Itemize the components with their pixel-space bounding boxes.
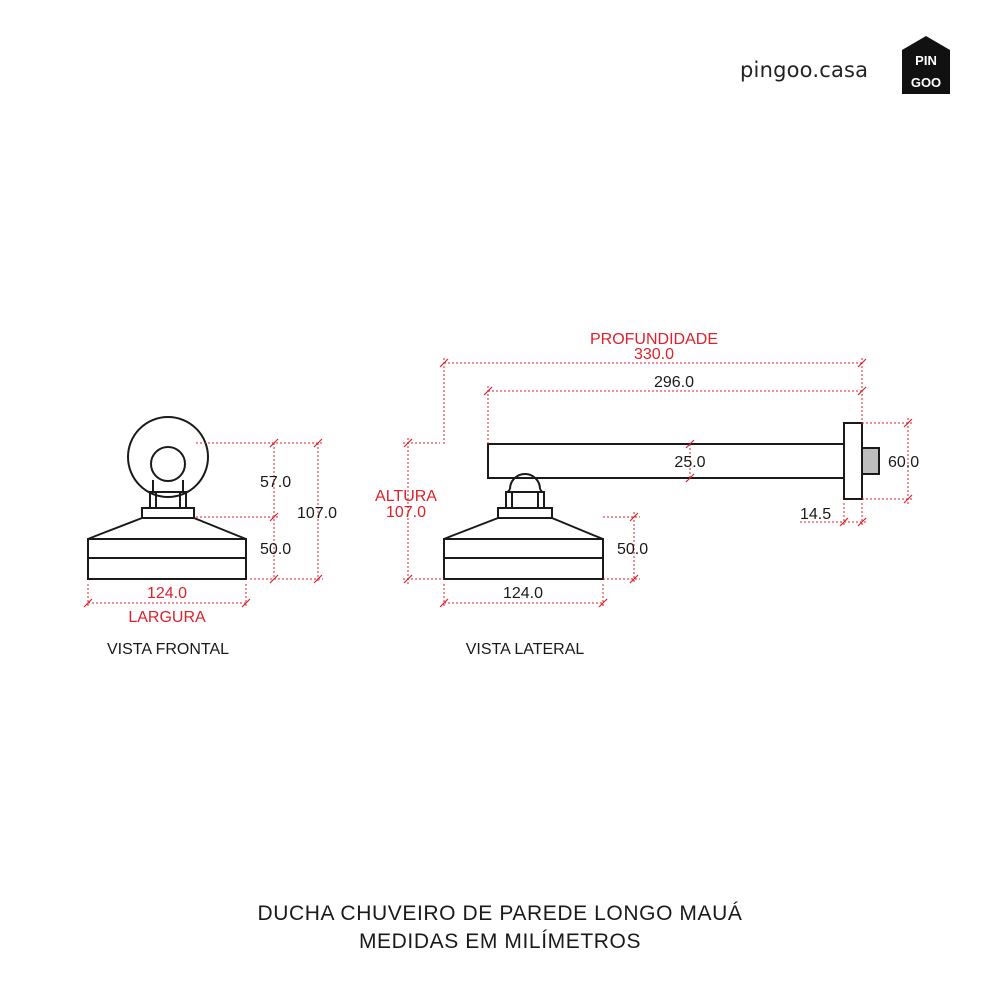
- side-view-title: VISTA LATERAL: [466, 641, 585, 658]
- side-dim-flange-height: 60.0: [888, 454, 919, 471]
- front-arm-end: [150, 446, 186, 482]
- side-dim-height: 107.0: [386, 504, 426, 521]
- front-view-dimensions: [87, 442, 323, 608]
- side-wall-connector: [861, 447, 880, 475]
- front-dim-total-height: 107.0: [297, 505, 337, 522]
- front-wall-flange: [127, 416, 209, 498]
- side-arm: [487, 443, 845, 479]
- side-dim-depth: 330.0: [634, 346, 674, 363]
- caption-units: MEDIDAS EM MILÍMETROS: [358, 930, 642, 953]
- side-dim-height-label: ALTURA: [375, 488, 437, 505]
- front-swivel-nut: [149, 491, 187, 509]
- side-wall-flange: [843, 422, 863, 500]
- front-dim-width: 124.0: [147, 585, 187, 602]
- side-dim-head-height: 50.0: [617, 541, 648, 558]
- caption-product-name: DUCHA CHUVEIRO DE PAREDE LONGO MAUÁ: [257, 902, 743, 925]
- side-neck: [497, 507, 553, 519]
- front-view-title: VISTA FRONTAL: [107, 641, 229, 658]
- side-ball-joint: [509, 473, 541, 490]
- house-logo-icon: PIN GOO: [902, 36, 950, 94]
- side-dim-arm-length: 296.0: [654, 374, 694, 391]
- side-view-dimensions: [403, 358, 913, 608]
- front-dim-head-height: 50.0: [260, 541, 291, 558]
- side-dim-arm-thickness: 25.0: [674, 454, 705, 471]
- front-dim-width-label: LARGURA: [128, 609, 206, 626]
- front-view-drawing: [87, 416, 247, 580]
- side-dim-depth-label: PROFUNDIDADE: [590, 331, 718, 348]
- side-swivel-nut: [505, 491, 545, 509]
- front-head-dome: [87, 517, 247, 540]
- logo-text-top: PIN: [915, 53, 937, 68]
- front-dim-upper-height: 57.0: [260, 474, 291, 491]
- side-view-drawing: [443, 422, 880, 580]
- brand-site-name: pingoo.casa: [740, 58, 869, 82]
- side-view-ticks: [403, 358, 913, 608]
- front-neck: [141, 507, 195, 519]
- side-dim-flange-thickness: 14.5: [800, 506, 831, 523]
- front-view-ticks: [83, 438, 323, 608]
- side-dim-head-width: 124.0: [503, 585, 543, 602]
- logo-text-bottom: GOO: [911, 75, 941, 90]
- side-head-dome: [443, 517, 604, 540]
